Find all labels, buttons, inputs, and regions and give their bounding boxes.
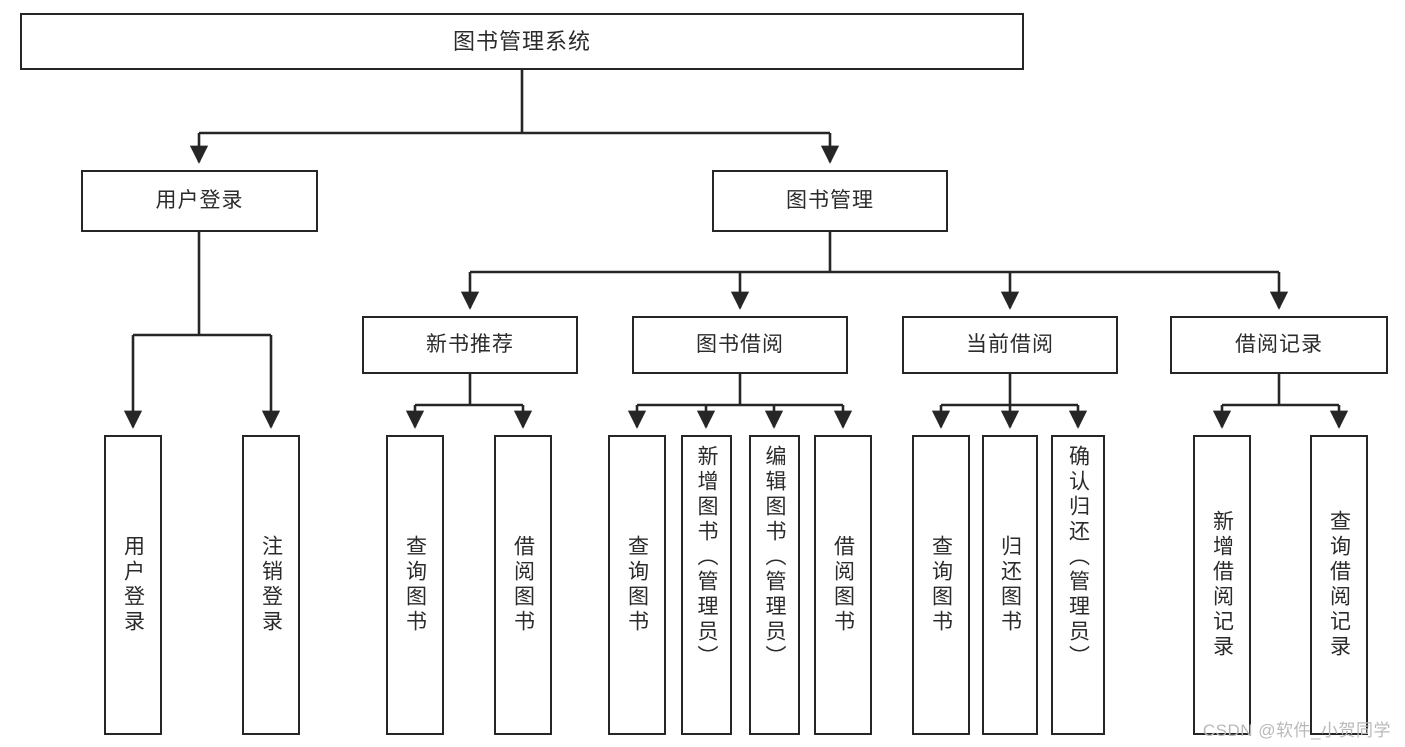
node-book-borrow[interactable]: 图书借阅 [632,316,848,374]
leaf-confirm-return-admin[interactable]: 确认归还（管理员） [1051,435,1105,735]
node-book-management[interactable]: 图书管理 [712,170,948,232]
node-label: 查询图书 [403,535,427,635]
node-label: 借阅记录 [1235,332,1323,356]
node-label: 新增图书（管理员） [695,445,718,670]
node-label: 新书推荐 [426,332,514,356]
node-label: 图书借阅 [696,332,784,356]
node-label: 用户登录 [155,188,244,212]
leaf-edit-book-admin[interactable]: 编辑图书（管理员） [749,435,800,735]
leaf-query-book-borrow[interactable]: 查询图书 [608,435,666,735]
watermark-text: CSDN @软件_小贺同学 [1202,721,1391,740]
leaf-add-borrow-record[interactable]: 新增借阅记录 [1193,435,1251,735]
leaf-query-borrow-record[interactable]: 查询借阅记录 [1310,435,1368,735]
node-borrow-record[interactable]: 借阅记录 [1170,316,1388,374]
leaf-return-book[interactable]: 归还图书 [982,435,1038,735]
node-root-book-management-system[interactable]: 图书管理系统 [20,13,1024,70]
node-label: 图书管理 [786,188,874,212]
node-label: 图书管理系统 [452,28,591,54]
node-label: 借阅图书 [511,535,535,635]
leaf-query-book-current[interactable]: 查询图书 [912,435,970,735]
leaf-user-login[interactable]: 用户登录 [104,435,162,735]
node-label: 当前借阅 [966,332,1054,356]
node-label: 借阅图书 [831,535,855,635]
node-user-login[interactable]: 用户登录 [81,170,318,232]
leaf-borrow-book-borrow[interactable]: 借阅图书 [814,435,872,735]
node-label: 用户登录 [121,535,145,635]
leaf-add-book-admin[interactable]: 新增图书（管理员） [681,435,732,735]
node-label: 查询图书 [625,535,649,635]
node-label: 注销登录 [259,535,283,635]
node-label: 新增借阅记录 [1210,510,1234,660]
node-label: 编辑图书（管理员） [763,445,786,670]
leaf-query-book-recommend[interactable]: 查询图书 [386,435,444,735]
node-label: 查询借阅记录 [1327,510,1351,660]
node-label: 确认归还（管理员） [1066,445,1090,670]
node-label: 归还图书 [998,535,1022,635]
node-new-book-recommend[interactable]: 新书推荐 [362,316,578,374]
leaf-borrow-book-recommend[interactable]: 借阅图书 [494,435,552,735]
node-label: 查询图书 [929,535,953,635]
node-current-borrow[interactable]: 当前借阅 [902,316,1118,374]
leaf-logout[interactable]: 注销登录 [242,435,300,735]
